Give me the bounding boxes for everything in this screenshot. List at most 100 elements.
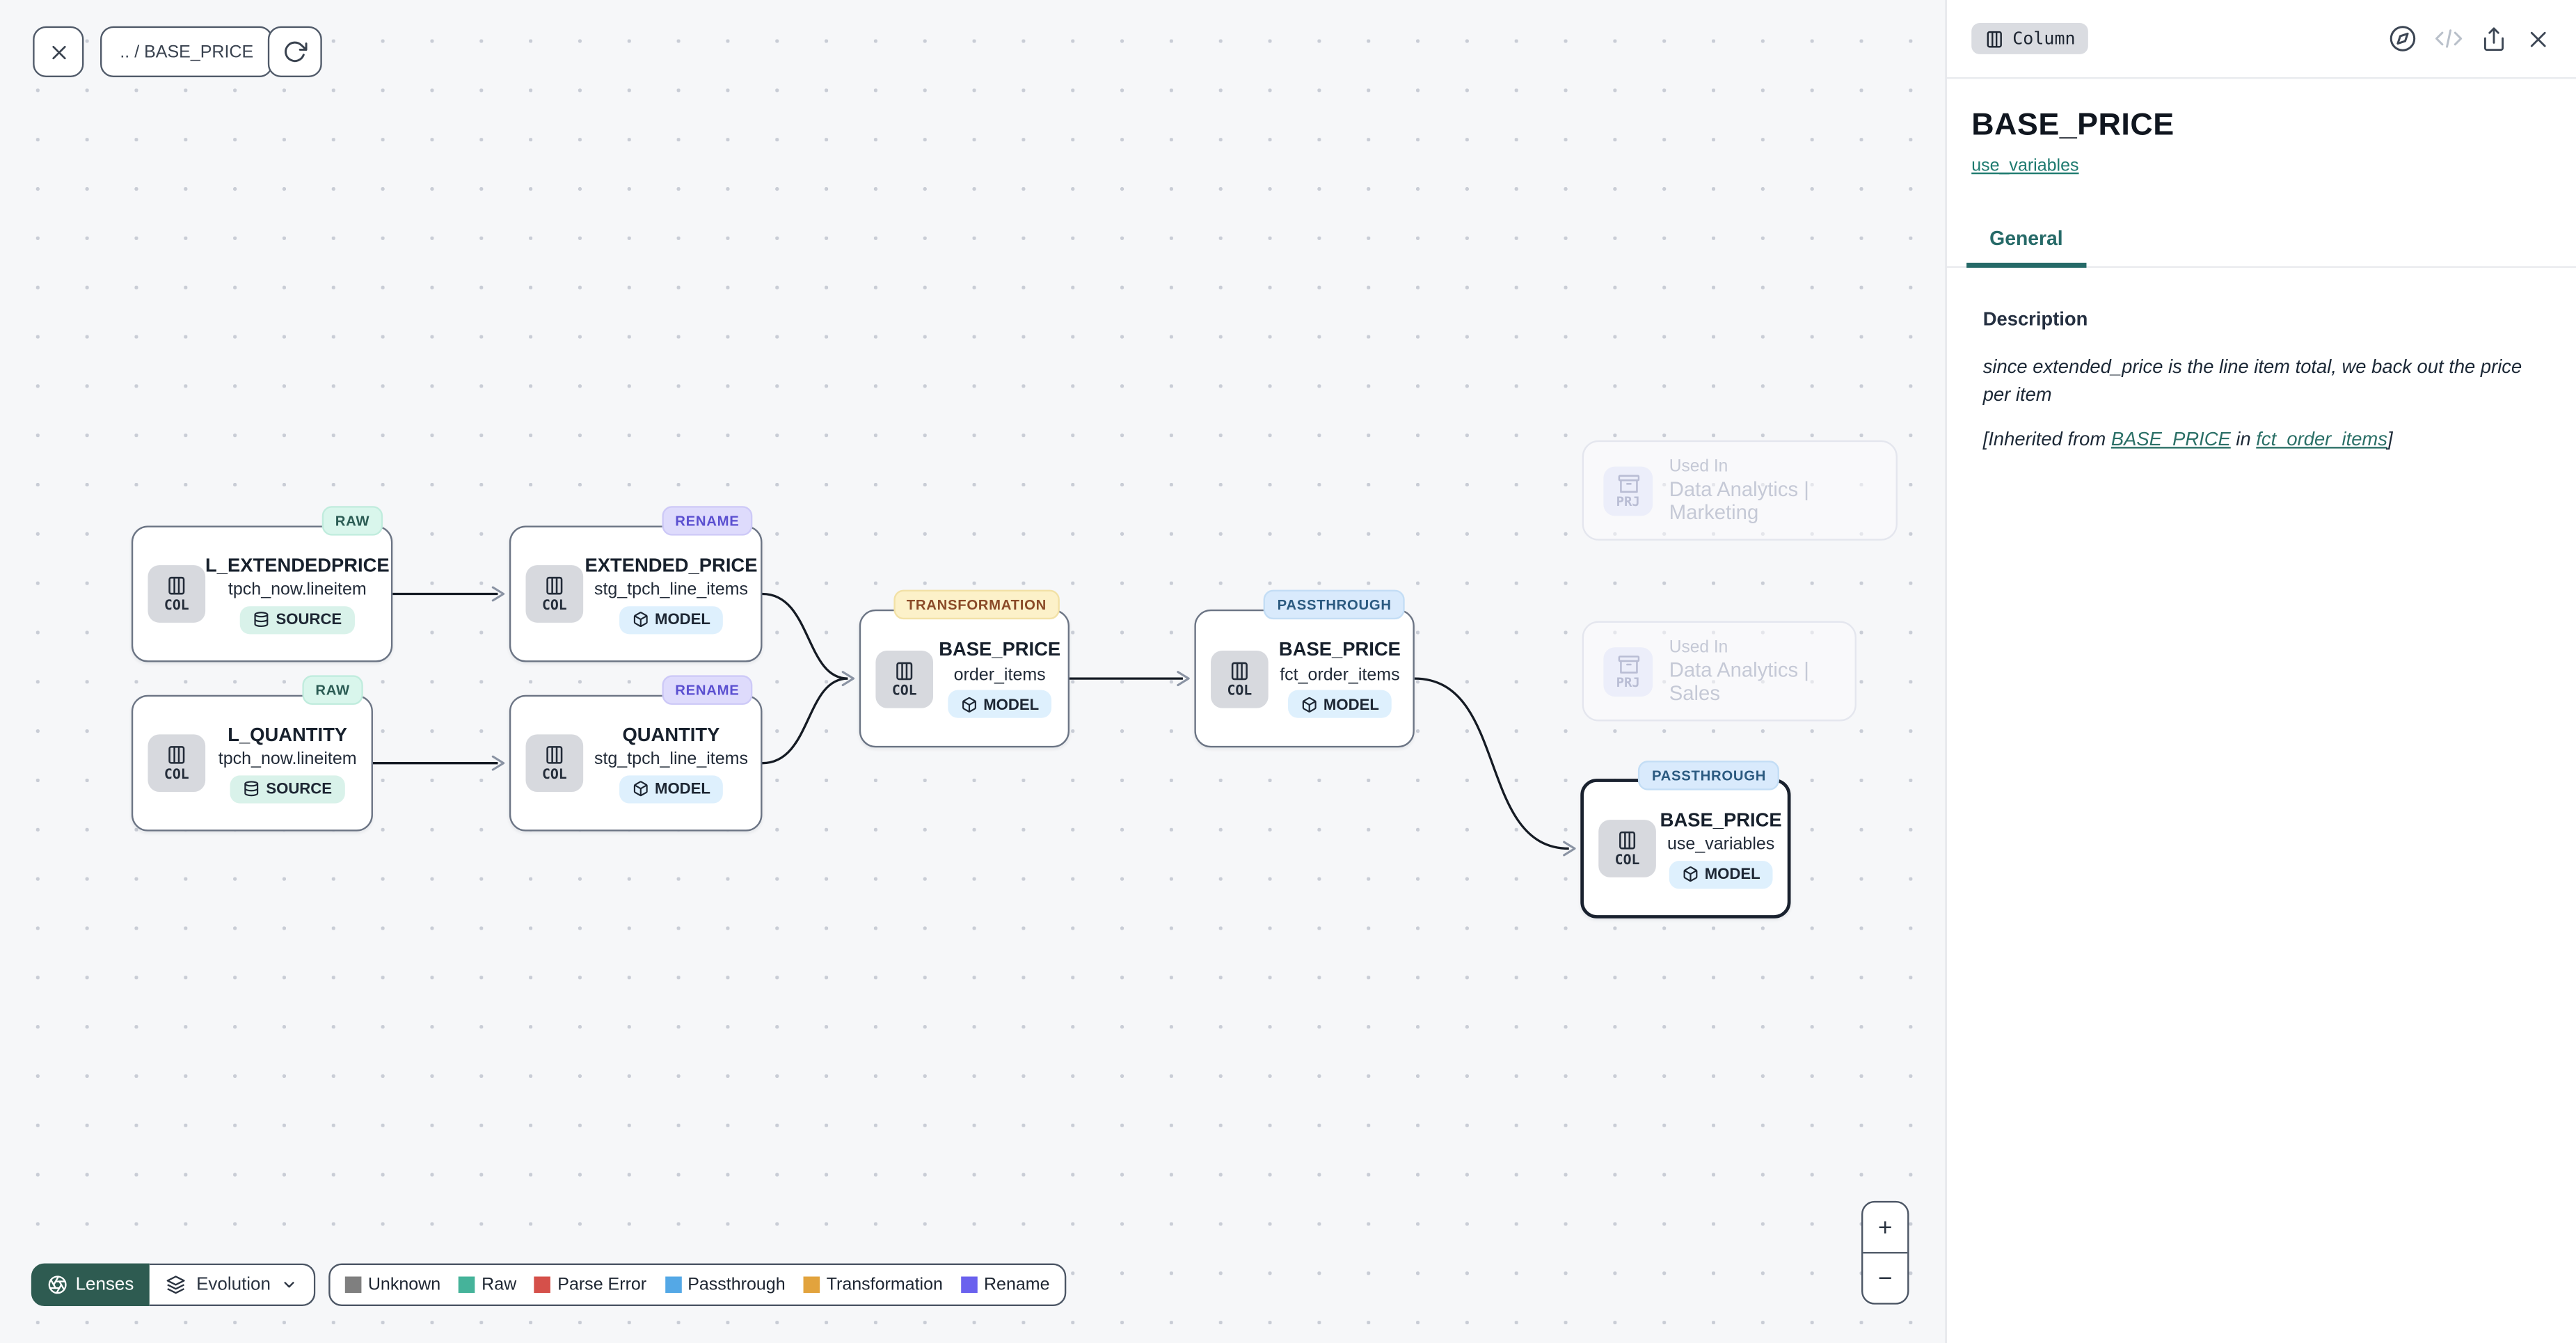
panel-header: Column — [1946, 0, 2576, 79]
model-pill: MODEL — [1668, 859, 1774, 889]
lineage-type-badge: RAW — [302, 675, 363, 705]
legend-item: Parse Error — [534, 1275, 646, 1294]
edge — [762, 592, 848, 680]
cube-icon — [633, 781, 647, 797]
legend-item: Rename — [960, 1275, 1050, 1294]
column-icon — [1987, 30, 2002, 47]
node-title: EXTENDED_PRICE — [585, 554, 758, 576]
model-pill: MODEL — [619, 774, 724, 803]
legend-item: Raw — [459, 1275, 516, 1294]
layers-icon — [167, 1275, 186, 1294]
graph-node-base-price-fct-order-items[interactable]: PASSTHROUGH COL BASE_PRICE fct_order_ite… — [1194, 589, 1415, 748]
inherited-column-link[interactable]: BASE_PRICE — [2110, 428, 2231, 450]
node-title: QUANTITY — [622, 724, 720, 745]
zoom-in-button[interactable]: + — [1863, 1202, 1908, 1254]
graph-node-l-extendedprice[interactable]: RAW COL L_EXTENDEDPRICE tpch_now.lineite… — [131, 506, 393, 662]
used-in-project-card[interactable]: PRJ Used In Data Analytics | Sales — [1582, 621, 1857, 722]
model-pill: MODEL — [947, 690, 1053, 718]
model-link[interactable]: use_variables — [1971, 156, 2079, 176]
graph-node-l-quantity[interactable]: RAW COL L_QUANTITY tpch_now.lineitem SOU… — [131, 675, 373, 832]
chevron-down-icon — [280, 1276, 297, 1293]
inherited-model-link[interactable]: fct_order_items — [2256, 428, 2387, 450]
lineage-type-badge: PASSTHROUGH — [1639, 761, 1779, 790]
edge-arrowhead — [491, 755, 505, 771]
refresh-button[interactable] — [267, 26, 322, 77]
code-icon[interactable] — [2435, 24, 2463, 52]
legend-swatch — [534, 1276, 551, 1294]
node-subtitle: stg_tpch_line_items — [594, 749, 749, 769]
graph-node-base-price-use-variables[interactable]: PASSTHROUGH COL BASE_PRICE use_variables… — [1580, 761, 1791, 919]
database-icon — [254, 612, 269, 628]
cube-icon — [962, 696, 976, 712]
lineage-type-badge: TRANSFORMATION — [893, 589, 1060, 619]
lineage-type-badge: RENAME — [662, 506, 753, 536]
model-pill: MODEL — [619, 605, 724, 634]
entity-type-badge: Column — [1971, 23, 2089, 54]
legend-swatch — [459, 1276, 475, 1294]
graph-node-extended-price[interactable]: RENAME COL EXTENDED_PRICE stg_tpch_line_… — [509, 506, 763, 662]
close-panel-icon[interactable] — [2525, 26, 2552, 52]
lenses-button[interactable]: Lenses — [31, 1263, 150, 1306]
node-title: L_QUANTITY — [228, 724, 348, 745]
database-icon — [244, 781, 259, 797]
node-subtitle: tpch_now.lineitem — [218, 749, 357, 769]
column-type-icon: COL — [875, 649, 934, 708]
lineage-legend: Unknown Raw Parse Error Passthrough Tran… — [328, 1263, 1067, 1306]
lens-dropdown-value: Evolution — [196, 1275, 271, 1295]
legend-item: Transformation — [803, 1275, 943, 1294]
refresh-icon — [283, 40, 308, 64]
cube-icon — [1683, 866, 1697, 882]
lenses-control: Lenses Evolution — [31, 1263, 315, 1306]
legend-swatch — [344, 1276, 362, 1294]
source-pill: SOURCE — [230, 774, 345, 803]
node-subtitle: stg_tpch_line_items — [594, 580, 749, 600]
cube-icon — [1301, 696, 1316, 712]
model-pill: MODEL — [1287, 690, 1392, 718]
close-graph-button[interactable] — [33, 26, 84, 77]
edge-arrowhead — [1563, 841, 1576, 857]
zoom-controls: + − — [1861, 1200, 1909, 1305]
breadcrumb-label: .. / BASE_PRICE — [120, 42, 254, 62]
legend-item: Unknown — [344, 1275, 440, 1294]
tab-general[interactable]: General — [1966, 215, 2086, 268]
column-type-icon: COL — [148, 734, 206, 793]
panel-title: BASE_PRICE — [1971, 108, 2175, 143]
cube-icon — [633, 612, 647, 628]
edge-arrowhead — [841, 671, 855, 687]
node-subtitle: use_variables — [1667, 834, 1775, 855]
column-type-icon: COL — [525, 565, 584, 623]
node-subtitle: order_items — [953, 665, 1046, 685]
node-title: BASE_PRICE — [939, 639, 1061, 661]
node-title: BASE_PRICE — [1660, 809, 1782, 831]
column-type-icon: COL — [1598, 820, 1656, 877]
zoom-out-button[interactable]: − — [1877, 1264, 1893, 1292]
inherited-note: [Inherited from BASE_PRICE in fct_order_… — [1982, 428, 2393, 450]
lineage-type-badge: RAW — [321, 506, 383, 536]
legend-swatch — [803, 1276, 820, 1294]
column-type-icon: COL — [148, 565, 206, 623]
description-text: since extended_price is the line item to… — [1982, 356, 2522, 407]
breadcrumb[interactable]: .. / BASE_PRICE — [100, 26, 273, 77]
description-label: Description — [1982, 308, 2088, 331]
used-in-label: Used In — [1669, 638, 1728, 657]
used-in-project-card[interactable]: PRJ Used In Data Analytics | Marketing — [1582, 440, 1898, 541]
edge — [762, 677, 848, 765]
used-in-label: Used In — [1669, 457, 1728, 476]
project-icon: PRJ — [1603, 466, 1653, 516]
lens-dropdown[interactable]: Evolution — [150, 1263, 315, 1306]
edge-arrowhead — [491, 586, 505, 602]
lineage-canvas[interactable]: .. / BASE_PRICE PRJ Used In Data Analyti… — [0, 0, 1946, 1343]
share-icon[interactable] — [2481, 26, 2507, 52]
node-title: L_EXTENDEDPRICE — [205, 554, 390, 576]
node-title: BASE_PRICE — [1278, 639, 1401, 661]
node-subtitle: tpch_now.lineitem — [228, 580, 367, 600]
project-name: Data Analytics | Sales — [1669, 658, 1809, 704]
compass-icon[interactable] — [2389, 24, 2417, 52]
project-icon: PRJ — [1603, 646, 1653, 696]
graph-node-quantity[interactable]: RENAME COL QUANTITY stg_tpch_line_items … — [509, 675, 763, 832]
graph-node-base-price-order-items[interactable]: TRANSFORMATION COL BASE_PRICE order_item… — [859, 589, 1070, 748]
legend-item: Passthrough — [665, 1275, 786, 1294]
edge — [1414, 677, 1569, 850]
lineage-type-badge: PASSTHROUGH — [1264, 589, 1405, 619]
